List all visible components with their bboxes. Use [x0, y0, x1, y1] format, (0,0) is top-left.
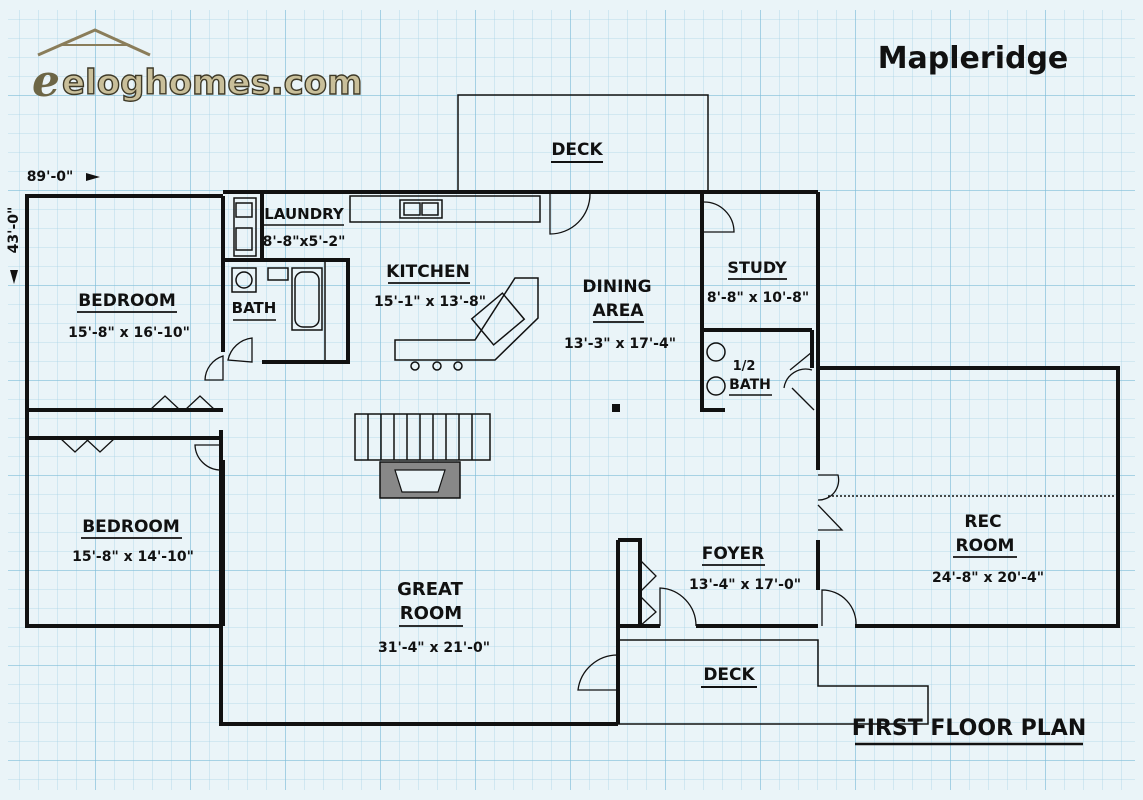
half-bath-toilet — [706, 376, 726, 396]
rec-room-name-line2: ROOM — [956, 536, 1015, 556]
fireplace — [379, 461, 461, 499]
bedroom2-door — [194, 444, 222, 471]
laundry-name: LAUNDRY — [264, 205, 345, 223]
brand-logo: e eloghomes.com — [32, 28, 363, 107]
kitchen-sink — [399, 199, 443, 219]
kitchen-size: 15'-1" x 13'-8" — [374, 294, 486, 310]
bedroom1-name: BEDROOM — [78, 291, 176, 311]
bedroom2-size: 15'-8" x 14'-10" — [72, 549, 194, 565]
rec-room-exterior-door — [821, 589, 857, 627]
overall-depth-label: 43'-0" — [6, 207, 22, 254]
laundry-size: 8'-8"x5'-2" — [263, 234, 346, 250]
dining-name-line1: DINING — [582, 277, 651, 297]
doors — [59, 193, 857, 691]
walls — [25, 94, 1120, 726]
room-labels: DECK LAUNDRY 8'-8"x5'-2" KITCHEN 15'-1" … — [68, 140, 1044, 688]
bedroom1-size: 15'-8" x 16'-10" — [68, 325, 190, 341]
study-size: 8'-8" x 10'-8" — [707, 290, 809, 306]
foyer-closet-doors — [639, 559, 657, 627]
half-bath-name-line2: BATH — [729, 377, 771, 393]
foyer-name: FOYER — [702, 544, 764, 564]
bedroom1-door — [204, 355, 224, 381]
half-bath-sink — [706, 342, 726, 362]
great-room-name-line2: ROOM — [400, 603, 462, 624]
overall-depth-dimension: 43'-0" — [6, 207, 22, 284]
half-bath-door — [783, 351, 813, 389]
study-name: STUDY — [727, 258, 787, 277]
fixtures — [231, 195, 726, 499]
bathtub — [291, 267, 323, 331]
bath-name: BATH — [232, 299, 277, 317]
dining-name-line2: AREA — [592, 301, 644, 321]
great-room-size: 31'-4" x 21'-0" — [378, 640, 490, 656]
great-room-deck-door — [577, 654, 619, 691]
cooktop — [470, 292, 526, 346]
plan-subtitle: FIRST FLOOR PLAN — [852, 716, 1087, 741]
closet2-doors — [59, 437, 116, 453]
plan-title: Mapleridge — [878, 41, 1069, 76]
rec-room-name-line1: REC — [964, 512, 1001, 532]
great-room-name-line1: GREAT — [397, 579, 463, 600]
bedroom2-name: BEDROOM — [82, 517, 180, 537]
foyer-size: 13'-4" x 17'-0" — [689, 577, 801, 593]
study-door — [703, 201, 735, 233]
bath-door — [227, 337, 253, 363]
front-door — [659, 587, 697, 627]
dining-size: 13'-3" x 17'-4" — [564, 336, 676, 352]
deck-top-name: DECK — [551, 140, 603, 160]
grid-paper — [8, 10, 1135, 790]
deck-door — [549, 193, 591, 235]
rec-room-double-door-1 — [817, 474, 840, 501]
overall-width-label: 89'-0" — [27, 169, 74, 185]
kitchen-name: KITCHEN — [386, 262, 470, 282]
bath-sink — [231, 267, 257, 293]
logo-e-letter: e — [32, 56, 60, 107]
toilet — [267, 267, 289, 281]
laundry-appliance — [233, 197, 257, 257]
staircase — [354, 413, 491, 461]
rec-room-door-leaf — [791, 387, 815, 411]
closet1-doors — [149, 395, 216, 411]
half-bath-name-line1: 1/2 — [733, 359, 756, 374]
rec-room-size: 24'-8" x 20'-4" — [932, 570, 1044, 586]
overall-width-dimension: 89'-0" — [27, 169, 100, 185]
logo-text: eloghomes.com — [62, 63, 363, 103]
kitchen-counter — [349, 195, 541, 223]
rec-room-double-door-2 — [817, 504, 844, 531]
deck-bottom-name: DECK — [703, 665, 755, 685]
support-post — [612, 404, 620, 412]
